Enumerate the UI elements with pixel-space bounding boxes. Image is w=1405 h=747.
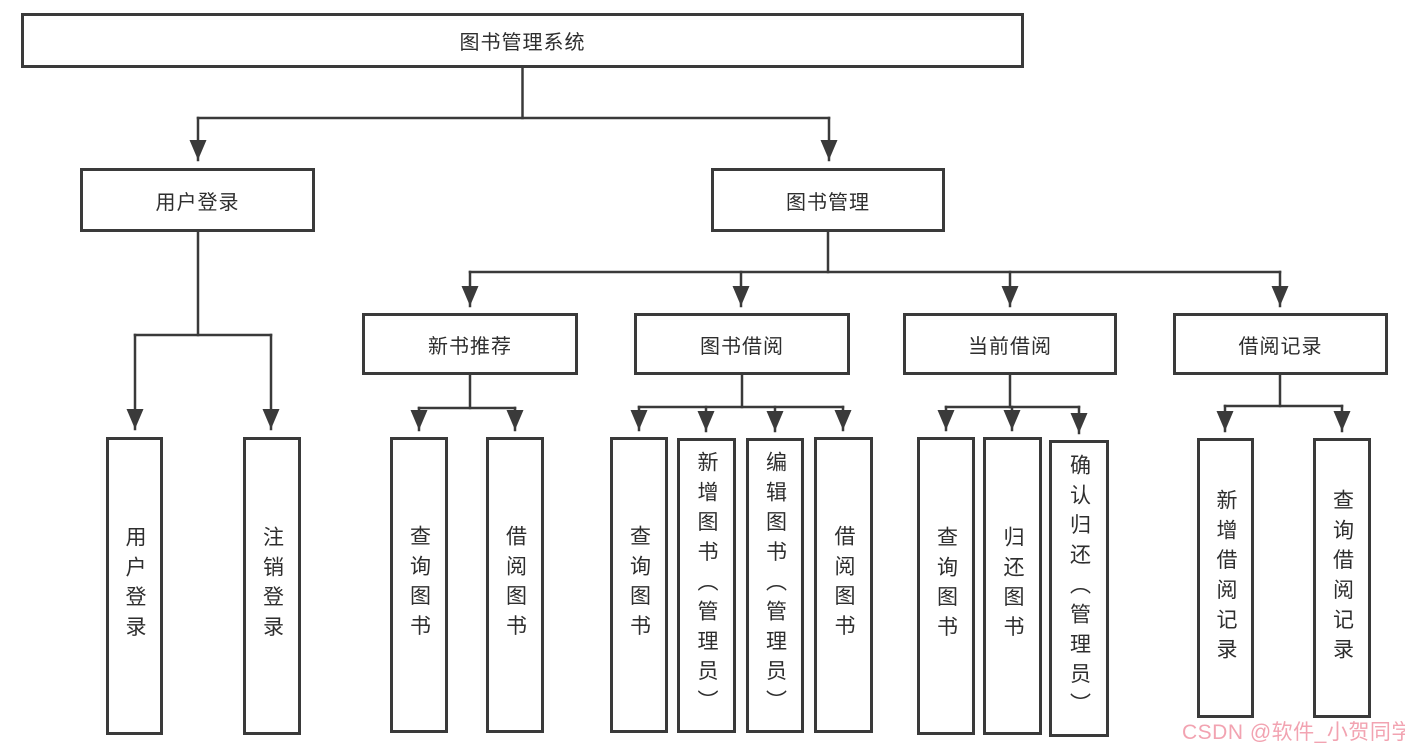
- leaf-user-login-label: 用户登录: [123, 526, 146, 646]
- node-user-login: 用户登录: [80, 168, 315, 232]
- node-new-book-recommend-label: 新书推荐: [428, 335, 512, 358]
- leaf-query-book-3: 查询图书: [917, 437, 975, 735]
- leaf-query-borrow-record-label: 查询借阅记录: [1330, 488, 1354, 668]
- node-current-borrow-label: 当前借阅: [968, 335, 1052, 358]
- node-book-borrow-label: 图书借阅: [700, 335, 784, 358]
- leaf-confirm-return-admin-label: 确认归还（管理员）: [1067, 454, 1091, 723]
- leaf-query-book-3-label: 查询图书: [934, 526, 958, 646]
- leaf-borrow-book-1-label: 借阅图书: [503, 525, 527, 645]
- node-root-label: 图书管理系统: [459, 32, 586, 54]
- node-root: 图书管理系统: [21, 13, 1024, 68]
- leaf-confirm-return-admin: 确认归还（管理员）: [1049, 440, 1109, 737]
- node-user-login-label: 用户登录: [155, 191, 240, 214]
- watermark: CSDN @软件_小贺同学: [1182, 721, 1405, 744]
- leaf-return-book-label: 归还图书: [1001, 526, 1024, 646]
- leaf-query-book-2-label: 查询图书: [627, 525, 651, 645]
- leaf-return-book: 归还图书: [983, 437, 1042, 735]
- leaf-borrow-book-2: 借阅图书: [814, 437, 873, 733]
- node-borrow-record: 借阅记录: [1173, 313, 1388, 375]
- leaf-query-book-1: 查询图书: [390, 437, 448, 733]
- leaf-add-book-admin-label: 新增图书（管理员）: [695, 451, 718, 720]
- leaf-add-borrow-record-label: 新增借阅记录: [1214, 488, 1237, 668]
- leaf-edit-book-admin: 编辑图书（管理员）: [746, 438, 804, 733]
- leaf-add-borrow-record: 新增借阅记录: [1197, 438, 1254, 718]
- leaf-query-book-1-label: 查询图书: [407, 525, 431, 645]
- leaf-borrow-book-1: 借阅图书: [486, 437, 544, 733]
- leaf-borrow-book-2-label: 借阅图书: [832, 525, 855, 645]
- node-book-management-label: 图书管理: [786, 191, 870, 214]
- leaf-query-borrow-record: 查询借阅记录: [1313, 438, 1371, 718]
- node-borrow-record-label: 借阅记录: [1238, 335, 1323, 358]
- node-current-borrow: 当前借阅: [903, 313, 1117, 375]
- leaf-add-book-admin: 新增图书（管理员）: [677, 438, 736, 733]
- leaf-user-login: 用户登录: [106, 437, 163, 735]
- leaf-query-book-2: 查询图书: [610, 437, 668, 733]
- node-book-management: 图书管理: [711, 168, 945, 232]
- leaf-logout: 注销登录: [243, 437, 301, 735]
- node-new-book-recommend: 新书推荐: [362, 313, 578, 375]
- node-book-borrow: 图书借阅: [634, 313, 850, 375]
- leaf-edit-book-admin-label: 编辑图书（管理员）: [763, 451, 787, 720]
- leaf-logout-label: 注销登录: [260, 526, 284, 646]
